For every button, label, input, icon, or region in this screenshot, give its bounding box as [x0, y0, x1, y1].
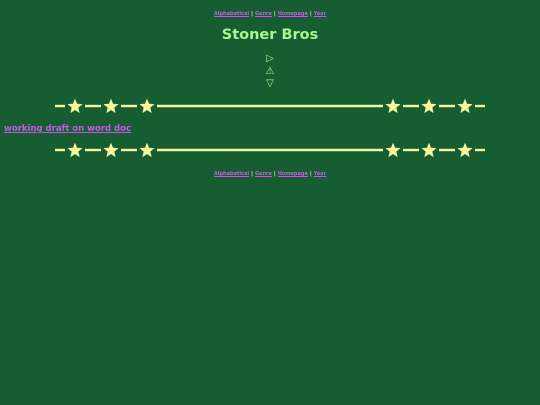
- nav-separator: |: [273, 11, 276, 17]
- nav-separator: |: [273, 171, 276, 177]
- nav-separator: |: [251, 171, 253, 177]
- nav-link-alphabetical[interactable]: Alphabetical: [213, 11, 250, 17]
- star-divider-graphic: [55, 142, 485, 158]
- nav-separator: |: [309, 171, 312, 177]
- working-draft-link[interactable]: working draft on word doc: [4, 124, 132, 134]
- star-icon: [67, 98, 83, 114]
- top-nav: Alphabetical|Genre|Homepage|Year: [0, 11, 540, 17]
- star-icon: [139, 142, 155, 158]
- up-arrow-icon[interactable]: ⚠: [265, 65, 275, 77]
- star-icon: [421, 98, 437, 114]
- nav-link-year[interactable]: Year: [313, 11, 327, 17]
- star-icon: [103, 98, 119, 114]
- star-icon: [457, 98, 473, 114]
- star-icon: [421, 142, 437, 158]
- nav-separator: |: [251, 11, 253, 17]
- next-arrow-icon[interactable]: ▷: [266, 53, 274, 64]
- star-divider-bottom: [55, 142, 485, 158]
- star-icon: [457, 142, 473, 158]
- star-icon: [385, 98, 401, 114]
- star-divider-top: [55, 98, 485, 114]
- nav-link-homepage[interactable]: Homepage: [277, 171, 308, 177]
- nav-link-alphabetical[interactable]: Alphabetical: [213, 171, 250, 177]
- bottom-nav: Alphabetical|Genre|Homepage|Year: [0, 171, 540, 177]
- nav-link-homepage[interactable]: Homepage: [277, 11, 308, 17]
- nav-separator: |: [309, 11, 312, 17]
- nav-link-genre[interactable]: Genre: [254, 11, 272, 17]
- page-title: Stoner Bros: [221, 27, 319, 43]
- star-icon: [385, 142, 401, 158]
- star-divider-graphic: [55, 98, 485, 114]
- nav-link-genre[interactable]: Genre: [254, 171, 272, 177]
- nav-link-year[interactable]: Year: [313, 171, 327, 177]
- star-icon: [67, 142, 83, 158]
- star-icon: [103, 142, 119, 158]
- star-icon: [139, 98, 155, 114]
- down-arrow-icon[interactable]: ▽: [266, 78, 274, 89]
- arrow-nav: ▷ ⚠ ▽: [0, 53, 540, 91]
